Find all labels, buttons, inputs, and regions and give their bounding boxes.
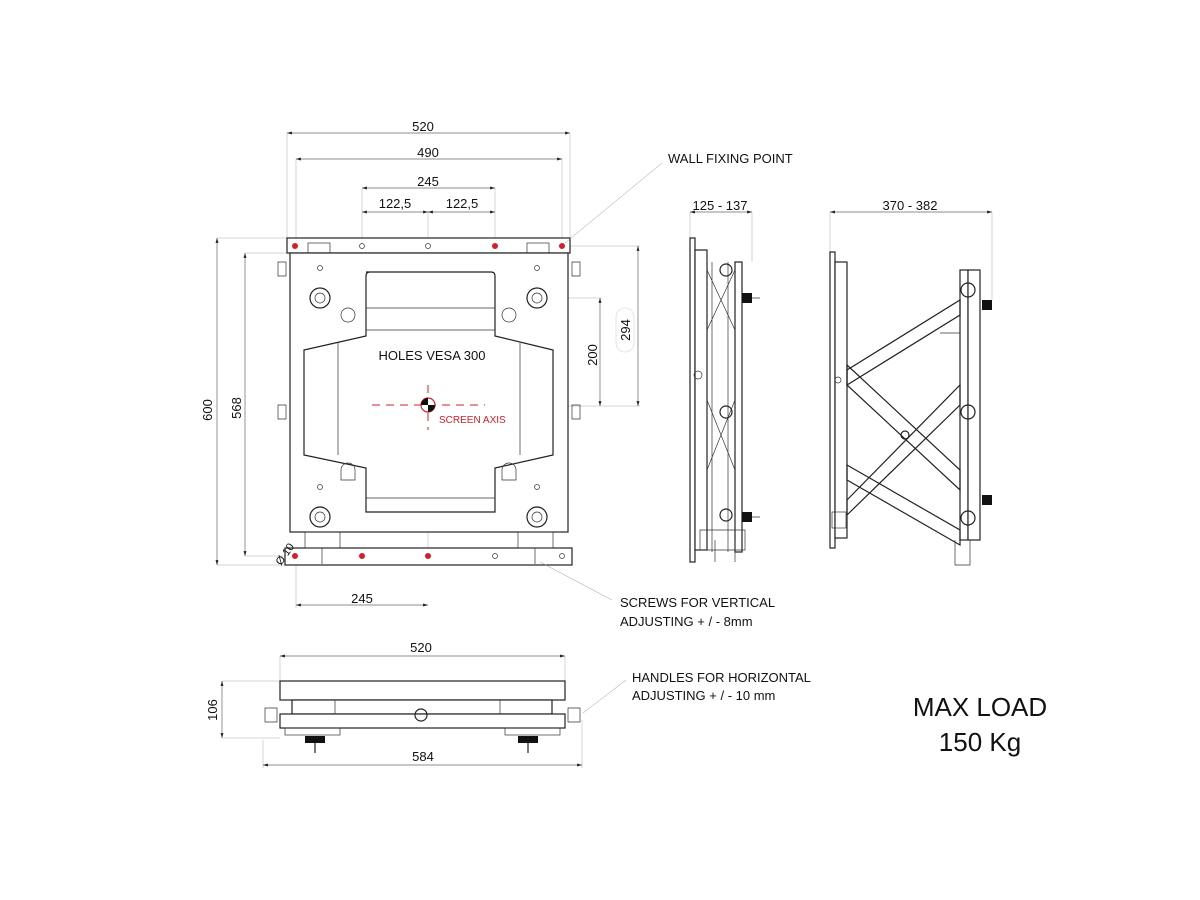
dim-600: 600 (200, 399, 215, 421)
dim-568: 568 (229, 397, 244, 419)
screws-label-1: SCREWS FOR VERTICAL (620, 595, 775, 610)
screen-axis-label: SCREEN AXIS (439, 415, 506, 426)
dim-294: 294 (618, 319, 633, 341)
side-view-extended: 370 - 382 (829, 198, 993, 566)
dim-584: 584 (412, 749, 434, 764)
main-plate (289, 252, 569, 533)
dim-245-bottom: 245 (351, 591, 373, 606)
max-load-value: 150 Kg (939, 727, 1021, 757)
handles-label-1: HANDLES FOR HORIZONTAL (632, 670, 811, 685)
screws-label-2: ADJUSTING + / - 8mm (620, 614, 753, 629)
mounting-holes (292, 243, 565, 559)
dim-200: 200 (585, 344, 600, 366)
wall-fixing-label: WALL FIXING POINT (668, 151, 793, 166)
top-wall-bar (286, 237, 571, 254)
screen-axis-marker (372, 385, 485, 430)
dim-125-137: 125 - 137 (693, 198, 748, 213)
rollers (309, 265, 548, 528)
max-load-label: MAX LOAD (913, 692, 1047, 722)
dim-122-right: 122,5 (446, 196, 479, 211)
dim-106: 106 (205, 699, 220, 721)
vesa-label: HOLES VESA 300 (379, 348, 486, 363)
dim-490: 490 (417, 145, 439, 160)
dim-122-left: 122,5 (379, 196, 412, 211)
front-view: 520 490 245 122,5 122,5 600 568 294 200 … (200, 119, 640, 608)
dim-370-382: 370 - 382 (883, 198, 938, 213)
dim-520: 520 (412, 119, 434, 134)
plate-cutout (303, 271, 554, 513)
handles-label-2: ADJUSTING + / - 10 mm (632, 688, 775, 703)
bottom-view: 520 106 584 (205, 640, 583, 768)
dim-520-bottom: 520 (410, 640, 432, 655)
side-view-retracted: 125 - 137 (689, 198, 760, 563)
dim-245-top: 245 (417, 174, 439, 189)
